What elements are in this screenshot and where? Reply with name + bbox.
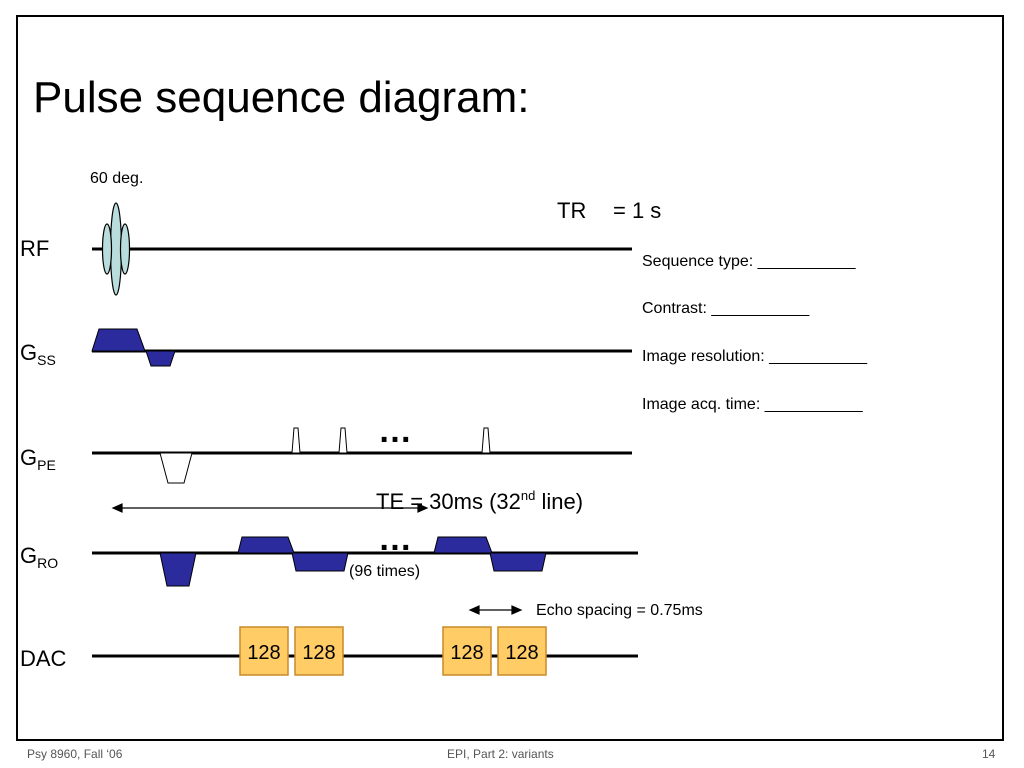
te-label: TE = 30ms (32nd line) [376, 488, 584, 514]
repeat-count-label: (96 times) [349, 563, 421, 580]
gro-readout-lobe-pos-1 [237, 536, 295, 554]
tr-label: TR [557, 198, 587, 223]
dac-block-2 [294, 626, 344, 676]
echo-spacing-arrow [468, 605, 523, 615]
gro-readout-lobe-pos-2 [433, 536, 493, 554]
image-acq-time-field: Image acq. time: ___________ [642, 396, 863, 413]
footer-page-number: 14 [982, 747, 996, 761]
dac-block-label-2: 128 [302, 642, 335, 664]
tr-value: = 1 s [613, 198, 662, 223]
gro-readout-lobe-neg-1 [291, 552, 349, 572]
gpe-blip-1 [291, 427, 301, 454]
gro-channel-label: GRO [20, 543, 59, 571]
slide-title: Pulse sequence diagram: [33, 73, 530, 122]
slide-frame [16, 15, 1004, 741]
gpe-blip-3 [481, 427, 491, 454]
gss-slice-select-lobe [91, 328, 146, 352]
dac-block-3 [442, 626, 492, 676]
dac-block-1 [239, 626, 289, 676]
image-resolution-field: Image resolution: ___________ [642, 348, 868, 365]
dac-block-label-4: 128 [505, 642, 538, 664]
gss-channel-label: GSS [20, 340, 56, 368]
dac-block-4 [497, 626, 547, 676]
contrast-field: Contrast: ___________ [642, 300, 810, 317]
footer-topic: EPI, Part 2: variants [447, 747, 554, 761]
rf-channel-label: RF [20, 236, 50, 261]
pe-ellipsis: … [378, 412, 412, 450]
dac-block-label-3: 128 [450, 642, 483, 664]
dac-channel-label: DAC [20, 646, 67, 671]
gpe-prephase-lobe [159, 452, 193, 484]
footer-course: Psy 8960, Fall ‘06 [27, 747, 123, 761]
gpe-channel-label: GPE [20, 445, 56, 473]
te-arrow [111, 503, 429, 513]
ro-ellipsis: … [378, 520, 412, 558]
echo-spacing-label: Echo spacing = 0.75ms [536, 602, 703, 619]
flip-angle-label: 60 deg. [90, 170, 144, 187]
rf-pulse [101, 202, 131, 296]
gpe-blip-2 [338, 427, 348, 454]
sequence-type-field: Sequence type: ___________ [642, 253, 856, 270]
gss-rephase-lobe [145, 350, 176, 367]
gro-readout-lobe-neg-2 [489, 552, 547, 572]
gro-prephase-lobe [159, 552, 197, 587]
dac-block-label-1: 128 [247, 642, 280, 664]
